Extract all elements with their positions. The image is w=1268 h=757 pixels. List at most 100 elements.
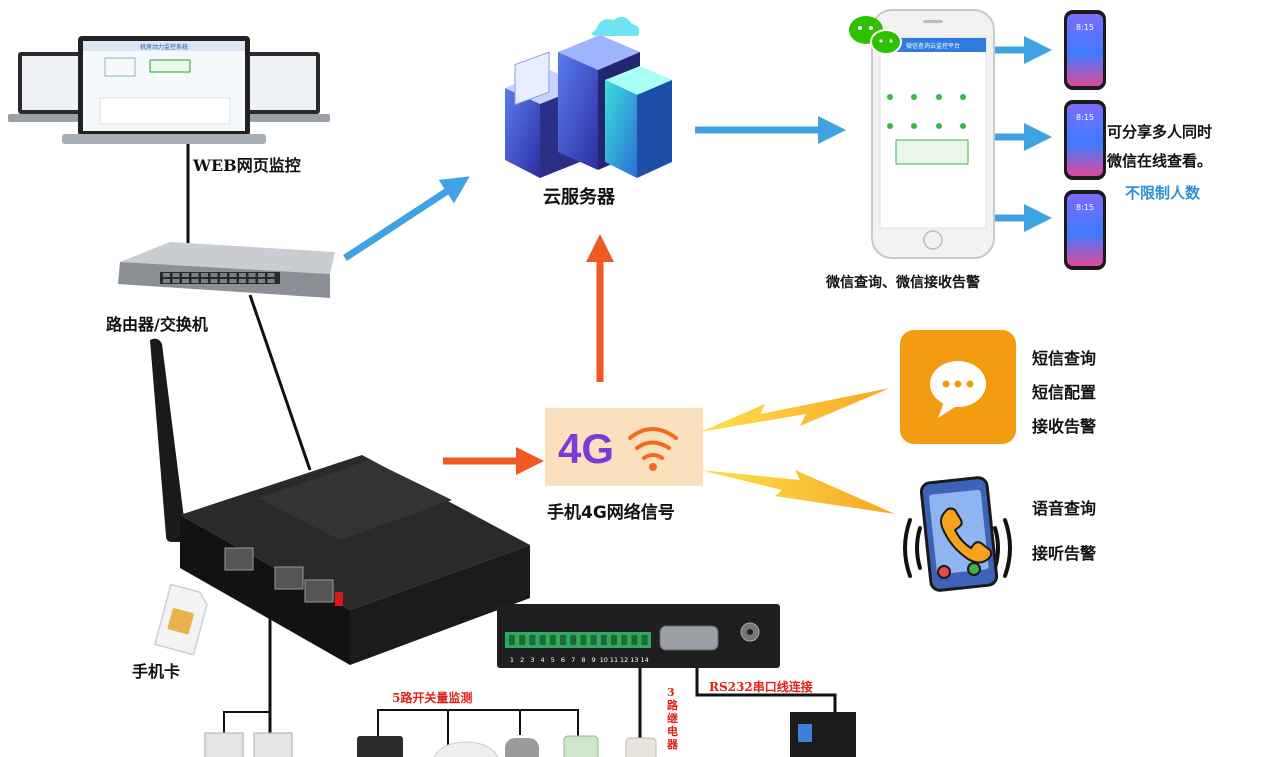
laptop-screen-title: 机房动力监控系统	[140, 43, 188, 51]
terminal-pin	[600, 635, 607, 645]
label-relay-3: 3路继电器	[667, 686, 678, 751]
sim-card-icon	[153, 583, 208, 656]
terminal-number: 5	[551, 656, 555, 664]
router-switch-device	[118, 242, 335, 298]
switch-port	[172, 279, 180, 283]
label-share-line1: 可分享多人同时	[1107, 123, 1213, 141]
switch-port	[229, 279, 237, 283]
orange-flow-arrows	[443, 234, 614, 475]
label-cloud-server: 云服务器	[543, 187, 615, 208]
terminal-pin	[631, 635, 638, 645]
switch-port	[239, 273, 246, 277]
wechat-phone: 微信查询云监控平台	[871, 9, 995, 259]
label-4g-signal: 手机4G网络信号	[547, 503, 675, 523]
label-wechat-caption: 微信查询、微信接收告警	[826, 275, 980, 291]
switch-port	[172, 273, 180, 277]
terminal-number: 4	[541, 656, 545, 664]
terminal-pin	[529, 635, 536, 645]
terminal-pin	[549, 635, 556, 645]
label-sms-query: 短信查询	[1032, 349, 1097, 368]
switch-port	[239, 279, 246, 283]
terminal-number: 12	[620, 656, 628, 664]
terminal-pin	[519, 635, 526, 645]
terminal-number: 1	[510, 656, 514, 664]
terminal-number: 11	[610, 656, 618, 664]
phone-icon-1: 8:15	[1064, 10, 1106, 90]
terminal-pin	[509, 635, 515, 645]
terminal-number: 10	[600, 656, 608, 664]
terminal-pin	[641, 635, 648, 645]
terminal-pin	[580, 635, 587, 645]
terminal-number: 9	[592, 656, 596, 664]
bolt-to-voice	[700, 470, 895, 514]
4g-badge-text: 4G	[558, 425, 614, 472]
switch-port	[248, 279, 256, 283]
label-voice-query: 语音查询	[1032, 499, 1097, 518]
switch-port	[201, 273, 208, 277]
terminal-pin	[539, 635, 546, 645]
phone-icon-2: 8:15	[1064, 100, 1106, 180]
web-monitor-laptops: 机房动力监控系统	[8, 36, 330, 144]
svg-text:8:15: 8:15	[1076, 23, 1094, 32]
4g-signal-badge: 4G	[545, 408, 703, 486]
switch-port	[210, 273, 218, 277]
arrow-router-to-cloud	[343, 176, 470, 261]
svg-text:8:15: 8:15	[1076, 113, 1094, 122]
wifi-icon	[628, 427, 678, 460]
label-router-switch: 路由器/交换机	[106, 315, 208, 334]
switch-port	[163, 279, 170, 283]
label-web-monitor: WEB网页监控	[193, 156, 301, 175]
cloud-server-icon	[505, 16, 672, 178]
terminal-pin	[621, 635, 628, 645]
switch-port	[267, 273, 275, 277]
label-switch-monitor: 5路开关量监测	[392, 691, 473, 705]
switch-port	[258, 273, 265, 277]
bottom-devices	[204, 712, 856, 757]
blue-flow-arrows	[343, 36, 1052, 261]
sms-icon	[900, 330, 1016, 444]
switch-port	[267, 279, 275, 283]
switch-port	[220, 273, 227, 277]
switch-port	[163, 273, 170, 277]
cable-lines	[186, 140, 837, 757]
svg-text:8:15: 8:15	[1076, 203, 1094, 212]
phone-screen-header: 微信查询云监控平台	[906, 42, 960, 50]
switch-port	[220, 279, 227, 283]
terminal-number: 14	[640, 656, 648, 664]
switch-port	[201, 279, 208, 283]
bolt-to-sms	[700, 388, 890, 432]
terminal-pin	[560, 635, 566, 645]
label-sim-card: 手机卡	[132, 662, 181, 681]
terminal-number: 6	[561, 656, 565, 664]
label-sms-config: 短信配置	[1032, 383, 1097, 402]
terminal-number: 3	[530, 656, 534, 664]
label-sms-alarm: 接收告警	[1032, 417, 1097, 436]
label-rs232-link: RS232串口线连接	[709, 680, 813, 694]
switch-port	[182, 279, 189, 283]
terminal-number: 13	[630, 656, 638, 664]
switch-port	[191, 279, 199, 283]
shared-phones: 8:15 8:15 8:15	[1064, 10, 1106, 270]
terminal-number: 2	[520, 656, 524, 664]
phone-icon-3: 8:15	[1064, 190, 1106, 270]
switch-port	[182, 273, 189, 277]
terminal-pin	[611, 635, 617, 645]
label-share-line2: 微信在线查看。	[1107, 152, 1213, 170]
terminal-pin	[570, 635, 577, 645]
terminal-pin	[590, 635, 597, 645]
lightning-bolts	[700, 388, 895, 514]
terminal-number: 7	[571, 656, 575, 664]
voice-call-icon	[903, 476, 1012, 592]
terminal-number: 8	[581, 656, 585, 664]
4g-monitoring-host	[150, 338, 530, 665]
switch-port	[258, 279, 265, 283]
switch-port	[248, 273, 256, 277]
switch-port	[229, 273, 237, 277]
wechat-icon	[849, 16, 902, 55]
switch-port	[191, 273, 199, 277]
label-voice-alarm: 接听告警	[1032, 544, 1097, 563]
switch-port	[210, 279, 218, 283]
label-unlimited-people: 不限制人数	[1125, 184, 1201, 202]
